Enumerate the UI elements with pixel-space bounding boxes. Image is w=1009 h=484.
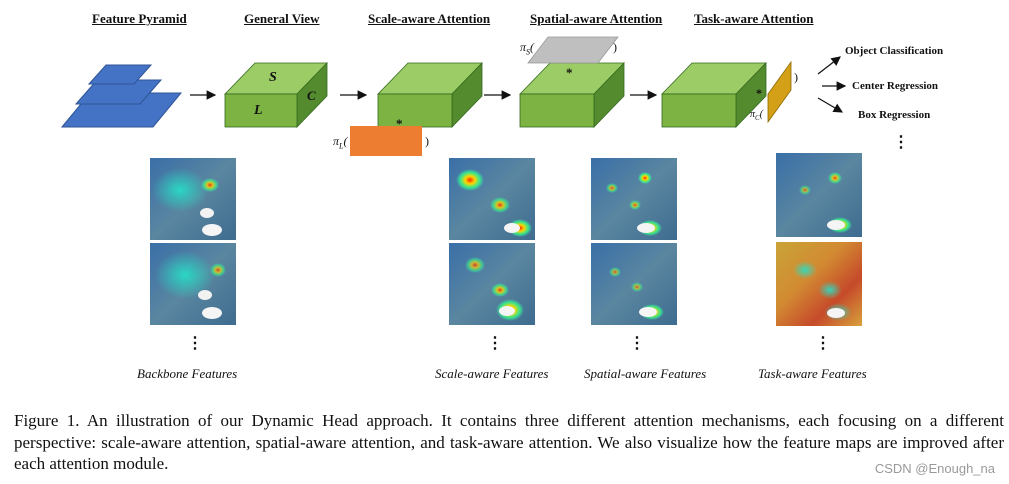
figure-caption: Figure 1. An illustration of our Dynamic… (14, 411, 1004, 473)
scale-map-bottom (449, 243, 535, 325)
cube-general-view (224, 62, 328, 128)
header-scale-attention: Scale-aware Attention (368, 11, 491, 26)
scale-map-top (449, 158, 535, 240)
label-backbone-features: Backbone Features (137, 366, 238, 381)
diagram: Feature Pyramid General View Scale-aware… (60, 11, 944, 381)
output-more-dots: ⋮ (893, 134, 909, 151)
diagram-graphics (60, 36, 847, 156)
output-object-classification: Object Classification (845, 45, 944, 57)
spatial-map-top (591, 158, 677, 240)
header-general-view: General View (244, 11, 320, 26)
spatial-map-bottom (591, 243, 677, 325)
header-feature-pyramid: Feature Pyramid (92, 11, 187, 26)
star-scale: * (396, 116, 403, 131)
backbone-map-bottom (150, 243, 236, 325)
dim-c-label: C (307, 88, 316, 103)
arrow-box (817, 97, 844, 113)
pi-s-close: ) (613, 40, 617, 54)
backbone-dots: ⋮ (187, 335, 203, 352)
task-attention-bar (767, 60, 792, 124)
pi-l-label: πL( (333, 134, 348, 151)
label-task-features: Task-aware Features (758, 366, 867, 381)
pi-c-label: πC( (750, 109, 764, 122)
header-task-attention: Task-aware Attention (694, 11, 814, 26)
scale-attention-bar (350, 126, 422, 156)
dim-s-label: S (269, 70, 277, 85)
pi-c-close: ) (794, 70, 798, 84)
output-box-regression: Box Regression (858, 109, 931, 121)
spatial-attention-plane (527, 36, 619, 64)
cube-spatial (519, 62, 625, 128)
star-spatial: * (566, 65, 573, 80)
dim-l-label: L (254, 103, 263, 118)
pi-s-label: πS( (520, 40, 535, 57)
feature-pyramid (60, 64, 183, 128)
cube-scale (377, 62, 483, 128)
arrow-classification (817, 56, 841, 75)
scale-dots: ⋮ (487, 335, 503, 352)
task-map-bottom (776, 242, 862, 326)
cube-task (661, 62, 767, 128)
backbone-map-top (150, 158, 236, 240)
task-dots: ⋮ (815, 335, 831, 352)
task-map-top (776, 153, 862, 237)
feature-maps (150, 153, 862, 326)
pi-l-close: ) (425, 134, 429, 148)
watermark: CSDN @Enough_na (874, 461, 995, 476)
spatial-dots: ⋮ (629, 335, 645, 352)
label-scale-features: Scale-aware Features (435, 366, 549, 381)
star-task: * (756, 86, 762, 100)
output-center-regression: Center Regression (852, 80, 939, 92)
header-spatial-attention: Spatial-aware Attention (530, 11, 663, 26)
label-spatial-features: Spatial-aware Features (584, 366, 707, 381)
